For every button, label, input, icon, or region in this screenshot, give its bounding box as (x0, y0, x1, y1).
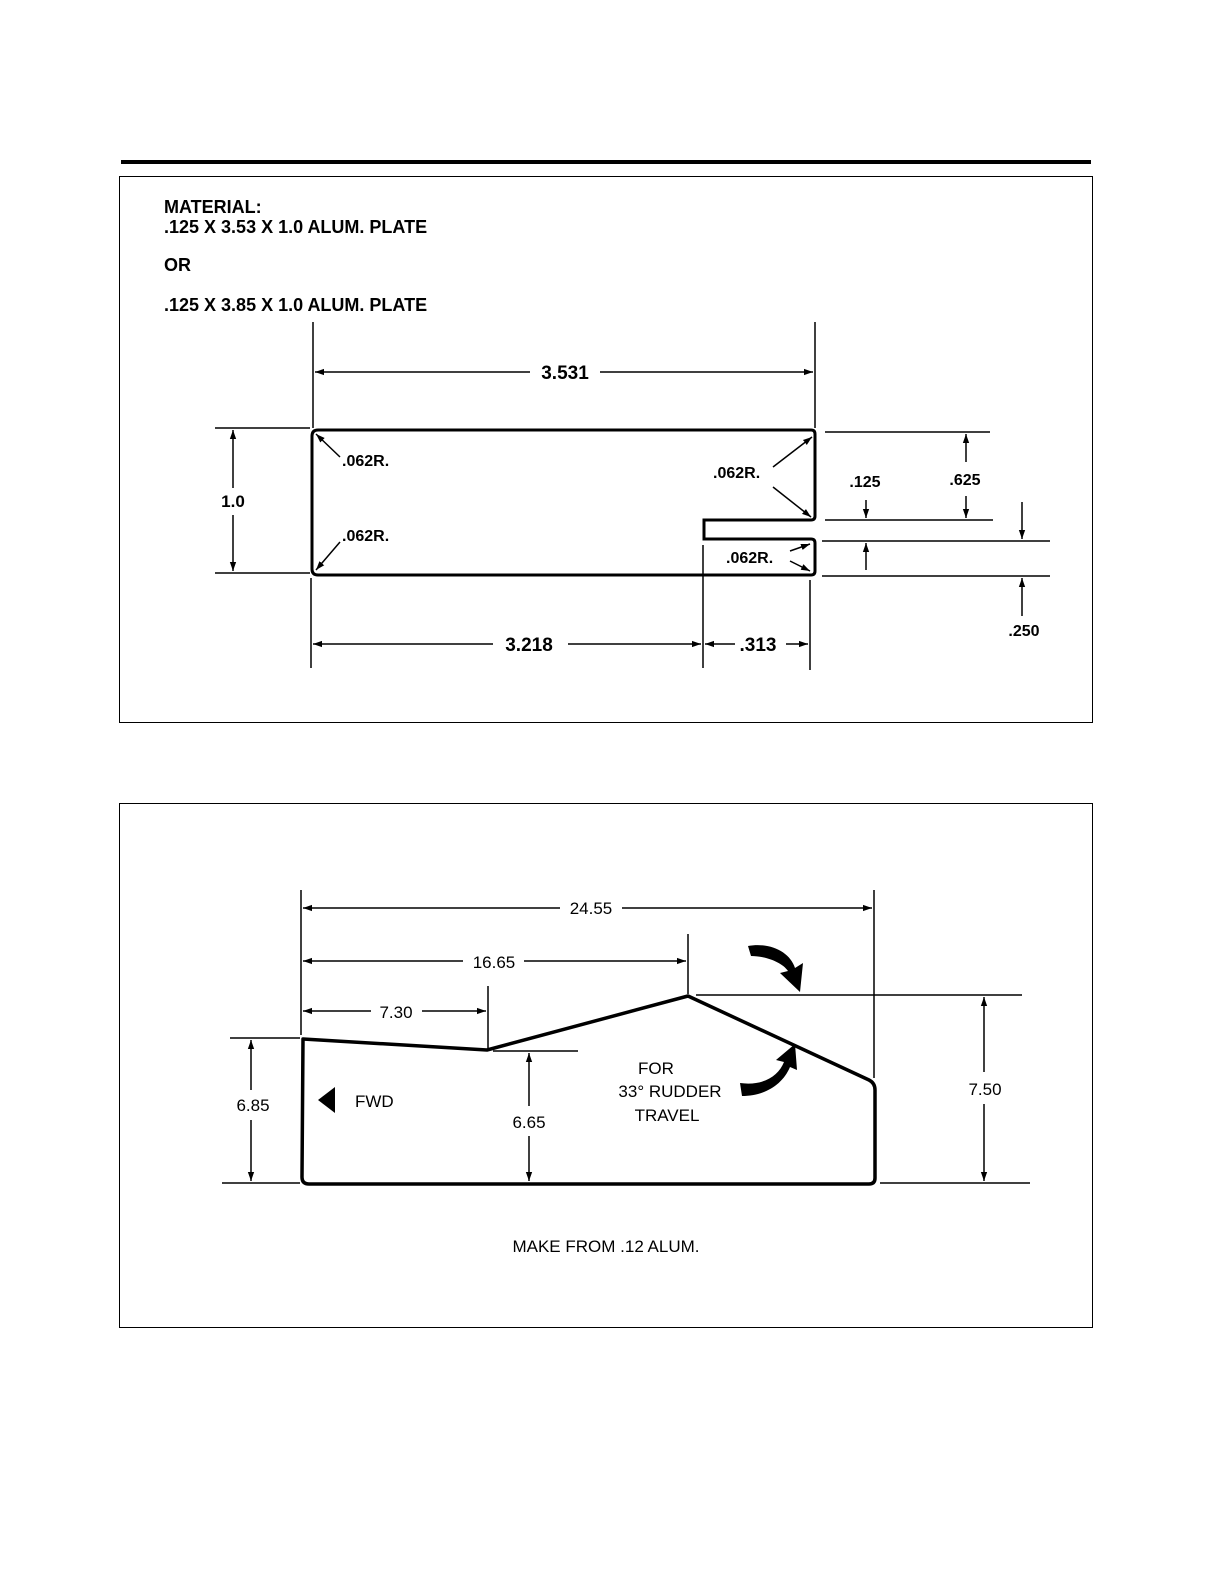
make-from-note: MAKE FROM .12 ALUM. (512, 1237, 699, 1256)
dim-notch-length: .313 (740, 635, 777, 656)
curved-arrow-bottom-icon (740, 1044, 797, 1096)
dim-slot-width: .125 (849, 474, 880, 491)
dim-upper-edge: .625 (949, 472, 980, 489)
radius-notch: .062R. (726, 550, 773, 567)
material-or: OR (164, 255, 191, 275)
leader-radius-top-left (316, 434, 340, 457)
dim-low-point-height: 6.65 (512, 1113, 545, 1132)
leader-radius-top-right-b (773, 487, 811, 517)
dim-overall-length: 3.531 (541, 363, 589, 384)
radius-bottom-left: .062R. (342, 528, 389, 545)
rudder-stop-outline (302, 996, 875, 1184)
dim-overall-length-b: 24.55 (570, 899, 613, 918)
material-option-1: .125 X 3.53 X 1.0 ALUM. PLATE (164, 217, 427, 237)
bottom-extension-lines (222, 890, 1030, 1183)
leader-radius-notch-a (790, 544, 810, 551)
dim-peak-height: 7.50 (968, 1080, 1001, 1099)
forward-arrow-icon (318, 1087, 335, 1113)
travel-note-line3: TRAVEL (635, 1106, 700, 1125)
curved-arrow-top-icon (748, 945, 803, 992)
top-drawing: MATERIAL: .125 X 3.53 X 1.0 ALUM. PLATE … (164, 197, 1050, 670)
leader-radius-notch-b (790, 561, 810, 571)
travel-note-line2: 33° RUDDER (618, 1082, 721, 1101)
dim-height: 1.0 (221, 492, 245, 511)
travel-note-line1: FOR (638, 1059, 674, 1078)
dim-to-low-point: 7.30 (379, 1003, 412, 1022)
radius-top-left: .062R. (342, 453, 389, 470)
dim-base-length: 3.218 (505, 635, 553, 656)
bottom-drawing: 24.55 16.65 7.30 6.85 6.65 7.50 FWD FOR … (222, 890, 1030, 1256)
radius-top-right: .062R. (713, 465, 760, 482)
top-extension-lines (215, 322, 1050, 670)
leader-radius-bottom-left (316, 542, 340, 570)
material-heading: MATERIAL: (164, 197, 262, 217)
dim-lower-edge: .250 (1008, 623, 1039, 640)
fwd-label: FWD (355, 1092, 394, 1111)
dim-to-peak: 16.65 (473, 953, 516, 972)
material-option-2: .125 X 3.85 X 1.0 ALUM. PLATE (164, 295, 427, 315)
leader-radius-top-right-a (773, 437, 812, 467)
dim-front-height: 6.85 (236, 1096, 269, 1115)
